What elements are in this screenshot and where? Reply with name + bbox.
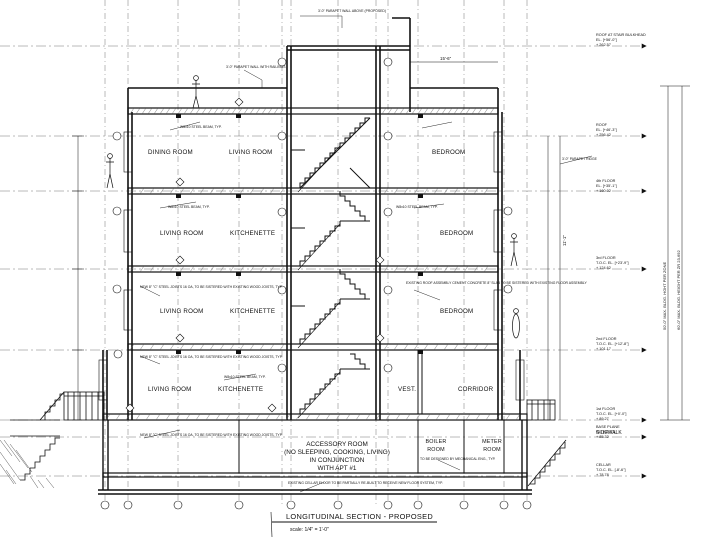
level-el: T.O.C. EL. [+0'-0"] — [596, 412, 626, 416]
level-value: + 101.17 — [596, 347, 611, 351]
level-el: EL. [+46'-3"] — [596, 128, 617, 132]
level-value: + 124.62 — [596, 266, 611, 270]
room-label: VEST. — [398, 386, 416, 393]
level-el: T.O.C. EL. [+23'-9"] — [596, 261, 629, 265]
level-el: EL. [+0'-0"] — [596, 430, 615, 434]
level-name: 3rd FLOOR — [596, 256, 616, 260]
level-value: + 78.78 — [596, 473, 609, 477]
leader-lines — [139, 15, 593, 493]
level-el: EL. [+35'-1"] — [596, 184, 617, 188]
dim-floor-height: 11'-1" — [562, 235, 567, 246]
front-stoop-stair — [10, 391, 105, 481]
figure-balcony-left — [106, 153, 114, 189]
section-tags — [112, 57, 513, 413]
level-markers — [641, 43, 647, 479]
note-parapet-right: 3'-0" PARAPET RIDGE — [562, 157, 598, 161]
windows — [98, 131, 525, 401]
room-label: BEDROOM — [432, 149, 465, 156]
steel-beams — [176, 114, 423, 354]
level-name: 1st FLOOR — [596, 407, 615, 411]
interior-partitions — [238, 350, 505, 473]
room-label: BOILER — [426, 439, 447, 445]
room-labels: DINING ROOM LIVING ROOM BEDROOM LIVING ROOM… — [148, 149, 502, 472]
level-value: + 256.42 — [596, 133, 611, 137]
level-name: ROOF AT STAIR BULKHEAD — [596, 33, 646, 37]
cellar-foundation — [98, 420, 532, 495]
room-label: KITCHENETTE — [230, 308, 275, 315]
room-label: BEDROOM — [440, 230, 473, 237]
room-label: DINING ROOM — [148, 149, 193, 156]
dim-bulkhead-width: 15'-6" — [440, 56, 452, 61]
note-cellar-floor: EXISTING CELLAR FLOOR TO BE PARTIALLY RE… — [288, 481, 443, 485]
level-value: + 262.57 — [596, 43, 611, 47]
main-stair — [291, 117, 371, 419]
level-value: + 85.32 — [596, 435, 609, 439]
scale-figures — [106, 75, 520, 339]
note-steel-beam-4th: W8x10 STEEL BEAM, TYP. — [168, 205, 210, 209]
note-steel-beam-roof: W8x10 STEEL BEAM, TYP. — [180, 125, 222, 129]
title-block: LONGITUDINAL SECTION - PROPOSED scale: 1… — [270, 511, 437, 537]
drawing-title: LONGITUDINAL SECTION - PROPOSED — [286, 512, 433, 521]
room-label: IN CONJUNCTION — [310, 457, 365, 464]
level-name: 4th FLOOR — [596, 179, 616, 183]
room-label: LIVING ROOM — [229, 149, 272, 156]
level-value: + 89.27 — [596, 417, 609, 421]
grid-bubbles — [100, 500, 532, 510]
rear-stair — [526, 399, 567, 487]
room-label: METER — [482, 439, 502, 445]
dim-overall-height: 60'-0" MAX. BLDG. HEIGHT PER ZR 23-692 — [676, 250, 681, 330]
note-existing-floor: EXISTING ROOF ASSEMBLY CEMENT CONCRETE 8… — [406, 281, 587, 285]
level-el: T.O.C. EL. [-8'-6"] — [596, 468, 626, 472]
room-label: (NO SLEEPING, COOKING, LIVING) — [284, 449, 390, 456]
room-label: WITH APT #1 — [318, 465, 357, 472]
note-steel-beam-1st: W8x10 STEEL BEAM, TYP. — [224, 375, 266, 379]
dimension-lines — [72, 61, 690, 421]
room-label: CORRIDOR — [458, 386, 494, 393]
level-value: + 160.02 — [596, 189, 611, 193]
building-walls — [102, 17, 521, 420]
level-el: T.O.C. EL. [+12'-8"] — [596, 342, 629, 346]
note-joists-cellar: NEW 8" "C" STEEL JOISTS 16 OA, TO BE SIS… — [140, 433, 283, 437]
slab-hatching — [105, 107, 521, 421]
note-joists-1st: NEW 8" "C" STEEL JOISTS 16 OA, TO BE SIS… — [140, 355, 283, 359]
dim-max-height: 50'-0" MAX. BLDG. HGHT PER ZONE — [662, 262, 667, 330]
note-joists-2nd: NEW 8" "C" STEEL JOISTS 16 OA, TO BE SIS… — [140, 285, 283, 289]
note-steel-beam-4th-right: W8x10 STEEL BEAM, TYP. — [396, 205, 438, 209]
room-label: LIVING ROOM — [160, 230, 203, 237]
room-label: KITCHENETTE — [230, 230, 275, 237]
level-name: BASE PLANE — [596, 425, 620, 429]
level-name: CELLAR — [596, 463, 611, 467]
note-sidewalk: SIDEWALK — [596, 430, 622, 436]
level-name: ROOF — [596, 123, 608, 127]
room-label: LIVING ROOM — [160, 308, 203, 315]
room-label: KITCHENETTE — [218, 386, 263, 393]
room-label: ROOM — [427, 447, 445, 453]
room-label: LIVING ROOM — [148, 386, 191, 393]
room-label: ACCESSORY ROOM — [306, 441, 368, 448]
drawing-scale: scale: 1/4" = 1'-0" — [290, 527, 329, 533]
note-parapet-top: 3'-0" PARAPET WALL ABOVE (PROPOSED) — [318, 9, 386, 13]
note-boiler: TO BE DESIGNED BY MECHANICAL ENG., TYP. — [420, 457, 496, 461]
level-el: EL. [+56'-0"] — [596, 38, 617, 42]
room-label: ROOM — [483, 447, 501, 453]
figure-roof — [192, 75, 200, 109]
figure-right-2nd — [512, 308, 520, 339]
ground-hatch-left — [0, 439, 55, 489]
room-label: BEDROOM — [440, 308, 473, 315]
floor-slabs — [102, 107, 528, 478]
figure-right-3rd — [510, 233, 518, 267]
note-parapet-left: 3'-0" PARAPET WALL WITH RAILINGS — [226, 65, 286, 69]
level-name: 2nd FLOOR — [596, 337, 617, 341]
